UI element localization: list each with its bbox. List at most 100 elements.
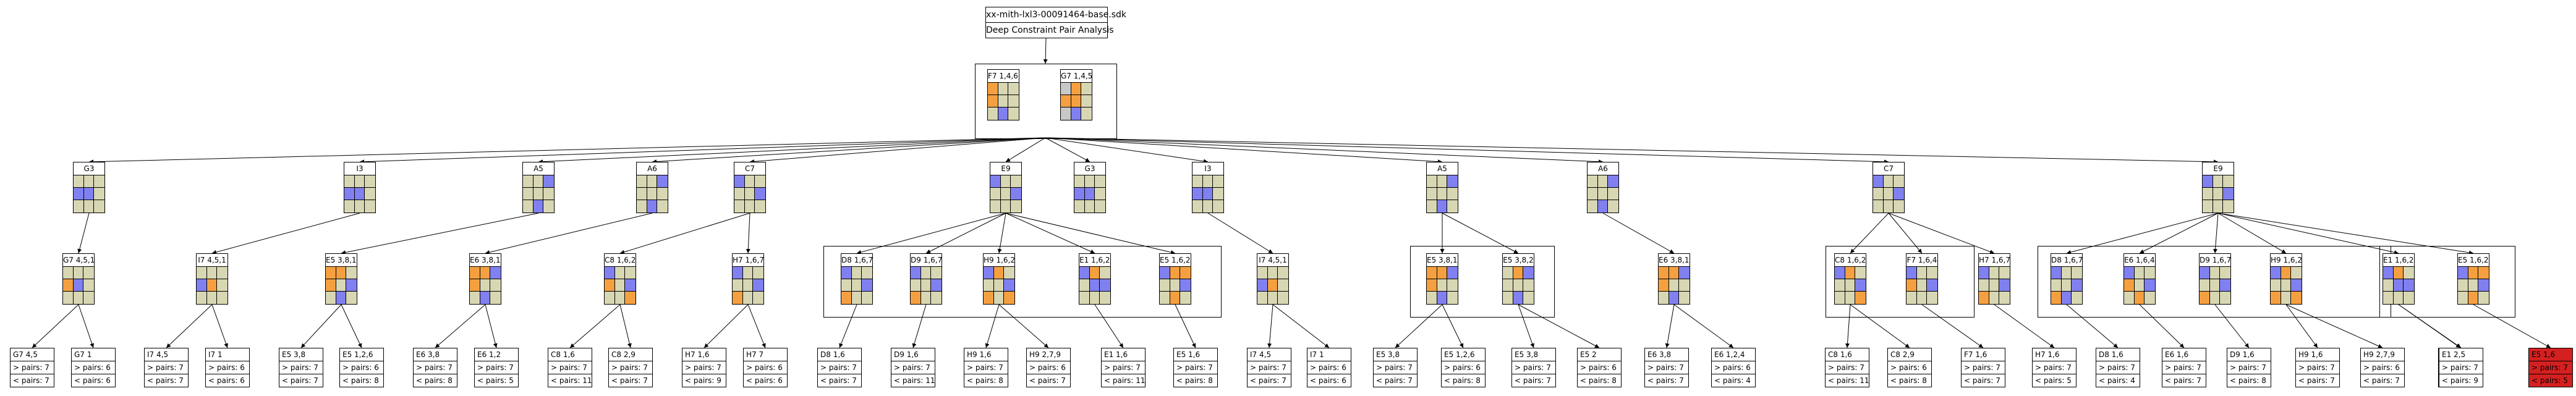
grid-node[interactable]: I3 [1192, 162, 1224, 213]
leaf-node[interactable]: H9 1,6> pairs: 7< pairs: 8 [964, 348, 1008, 387]
grid-node[interactable]: C7 [1872, 162, 1905, 213]
grid-node[interactable]: D9 1,6,7 [910, 253, 942, 305]
grid-node[interactable]: H7 1,6,7 [732, 253, 764, 305]
grid-node[interactable]: E1 1,6,2,5 [1079, 253, 1111, 305]
grid-node[interactable]: D8 1,6,7,8 [2051, 253, 2083, 305]
leaf-label: E6 3,8 [1647, 350, 1672, 359]
leaf-node[interactable]: I7 1> pairs: 6< pairs: 6 [1307, 348, 1351, 387]
grid-node[interactable]: E5 3,8,2 [1502, 253, 1534, 305]
grid-node[interactable]: F7 1,4,6,8 [987, 69, 1019, 120]
grid-node[interactable]: C8 1,6,2,9 [1834, 253, 1866, 305]
grid-node[interactable]: D9 1,6,7 [2199, 253, 2231, 305]
leaf-node[interactable]: E5 3,8> pairs: 7< pairs: 7 [1373, 348, 1418, 387]
grid-node[interactable]: G7 4,5,1 [62, 253, 95, 305]
leaf-node[interactable]: F7 1,6> pairs: 7< pairs: 7 [1961, 348, 2005, 387]
leaf-label: H7 7 [746, 350, 764, 359]
leaf-node[interactable]: C8 1,6> pairs: 7< pairs: 11 [548, 348, 592, 387]
grid-node[interactable]: A6 [1587, 162, 1619, 213]
leaf-node[interactable]: E5 2> pairs: 6< pairs: 8 [1577, 348, 1622, 387]
grid-node[interactable]: E9 [2202, 162, 2234, 213]
grid-node[interactable]: C8 1,6,2,9 [604, 253, 636, 305]
grid-cell [637, 200, 647, 213]
grid-cell [1883, 200, 1894, 213]
grid-node[interactable]: G3 [73, 162, 105, 213]
leaf-node[interactable]: I7 4,5> pairs: 7< pairs: 7 [1247, 348, 1291, 387]
leaf-node[interactable]: G7 4,5> pairs: 7< pairs: 7 [10, 348, 54, 387]
grid-node[interactable]: E5 3,8,1,2,6 [1426, 253, 1458, 305]
grid-node[interactable]: E6 1,6,4,8 [2123, 253, 2156, 305]
grid-cell [2383, 292, 2394, 304]
grid-cell [1597, 200, 1609, 213]
leaf-node[interactable]: E5 1,2,6> pairs: 6< pairs: 8 [339, 348, 384, 387]
grid-node[interactable]: E9 [990, 162, 1022, 213]
node-label: E5 3,8,2 [1503, 254, 1534, 267]
leaf-node[interactable]: E6 3,8> pairs: 7< pairs: 7 [1644, 348, 1689, 387]
edge-arrow [1850, 213, 1889, 254]
leaf-label: H9 2,7,9 [1029, 350, 1061, 359]
leaf-pairs-less: < pairs: 8 [1888, 374, 1931, 387]
grid-node[interactable]: A5 [1426, 162, 1458, 213]
leaf-node[interactable]: E1 1,6> pairs: 7< pairs: 11 [1101, 348, 1146, 387]
leaf-node[interactable]: H9 2,7,9> pairs: 6< pairs: 7 [2360, 348, 2405, 387]
leaf-node[interactable]: G7 1> pairs: 6< pairs: 6 [71, 348, 116, 387]
grid-cell [1883, 188, 1894, 200]
leaf-node[interactable]: I7 4,5> pairs: 7< pairs: 7 [144, 348, 189, 387]
grid-cell [1180, 267, 1191, 279]
grid-node[interactable]: A5 [522, 162, 555, 213]
grid-cell [2468, 279, 2479, 292]
grid-node[interactable]: E5 1,6,2,3,8 [2457, 253, 2489, 305]
grid-node[interactable]: D8 1,6,7 [841, 253, 873, 305]
grid-node[interactable]: G3 [1074, 162, 1106, 213]
leaf-node[interactable]: E6 1,2,4> pairs: 6< pairs: 4 [1711, 348, 1756, 387]
grid-node[interactable]: E5 3,8,1,2,6 [325, 253, 357, 305]
grid-node[interactable]: H9 1,6,2,7,9 [2270, 253, 2302, 305]
grid-node[interactable]: E6 3,8,1,2 [469, 253, 501, 305]
grid-node[interactable]: E6 3,8,1,2,4 [1658, 253, 1690, 305]
grid-cell [1008, 107, 1019, 120]
grid-cell [2124, 292, 2135, 304]
leaf-node[interactable]: C8 2,9> pairs: 6< pairs: 8 [1887, 348, 1932, 387]
leaf-node[interactable]: D8 1,6> pairs: 7< pairs: 7 [817, 348, 862, 387]
grid-node[interactable]: A6 [636, 162, 668, 213]
node-label: I7 4,5,1 [1257, 254, 1288, 267]
leaf-node[interactable]: H9 1,6> pairs: 7< pairs: 7 [2295, 348, 2340, 387]
grid-node[interactable]: E1 1,6,2,5 [2383, 253, 2415, 305]
leaf-node[interactable]: E1 2,5> pairs: 7< pairs: 9 [2439, 348, 2483, 387]
leaf-node[interactable]: E5 3,8> pairs: 7< pairs: 7 [1511, 348, 1556, 387]
edge-arrow [1175, 304, 1196, 348]
leaf-node[interactable]: E6 1,2> pairs: 7< pairs: 5 [474, 348, 519, 387]
grid-node[interactable]: I7 4,5,1 [196, 253, 228, 305]
leaf-node[interactable]: E5 1,6> pairs: 7< pairs: 8 [1173, 348, 1218, 387]
leaf-label: D8 1,6 [820, 350, 845, 359]
grid-cell [1095, 200, 1105, 213]
leaf-node[interactable]: E6 3,8> pairs: 7< pairs: 8 [413, 348, 457, 387]
leaf-node[interactable]: H7 1,6> pairs: 7< pairs: 9 [682, 348, 726, 387]
grid-cell [2478, 279, 2489, 292]
leaf-node[interactable]: E5 3,8> pairs: 7< pairs: 7 [279, 348, 323, 387]
grid-node[interactable]: E5 1,6,2,3,8 [1159, 253, 1191, 305]
grid-node[interactable]: I7 4,5,1 [1257, 253, 1289, 305]
grid-node[interactable]: G7 1,4,5,8 [1060, 69, 1092, 120]
grid-node[interactable]: H9 1,6,2,7,9 [983, 253, 1015, 305]
grid-cell [1079, 292, 1090, 304]
grid-node[interactable]: C7 [734, 162, 766, 213]
leaf-node[interactable]: H7 7> pairs: 6< pairs: 6 [743, 348, 788, 387]
leaf-node[interactable]: D9 1,6> pairs: 7< pairs: 11 [891, 348, 935, 387]
leaf-node[interactable]: E6 1,6> pairs: 7< pairs: 7 [2162, 348, 2206, 387]
leaf-node[interactable]: C8 1,6> pairs: 7< pairs: 11 [1825, 348, 1869, 387]
edge-arrow [704, 304, 749, 348]
grid-node[interactable]: F7 1,6,4 [1906, 253, 1938, 305]
leaf-node[interactable]: E5 1,2,6> pairs: 6< pairs: 8 [1441, 348, 1486, 387]
leaf-pairs-greater: > pairs: 6 [744, 361, 787, 374]
leaf-node[interactable]: C8 2,9> pairs: 7< pairs: 7 [608, 348, 653, 387]
grid-node[interactable]: H7 1,6,7 [1978, 253, 2010, 305]
leaf-node[interactable]: H7 1,6> pairs: 7< pairs: 5 [2032, 348, 2077, 387]
grid-cell [1523, 267, 1534, 279]
leaf-node[interactable]: E5 1,6> pairs: 7< pairs: 5 [2528, 348, 2573, 387]
leaf-node[interactable]: H9 2,7,9> pairs: 6< pairs: 7 [1026, 348, 1071, 387]
grid-node[interactable]: I3 [344, 162, 376, 213]
leaf-node[interactable]: D8 1,6> pairs: 7< pairs: 4 [2096, 348, 2140, 387]
leaf-node[interactable]: I7 1> pairs: 6< pairs: 6 [205, 348, 250, 387]
leaf-node[interactable]: D9 1,6> pairs: 7< pairs: 8 [2227, 348, 2271, 387]
